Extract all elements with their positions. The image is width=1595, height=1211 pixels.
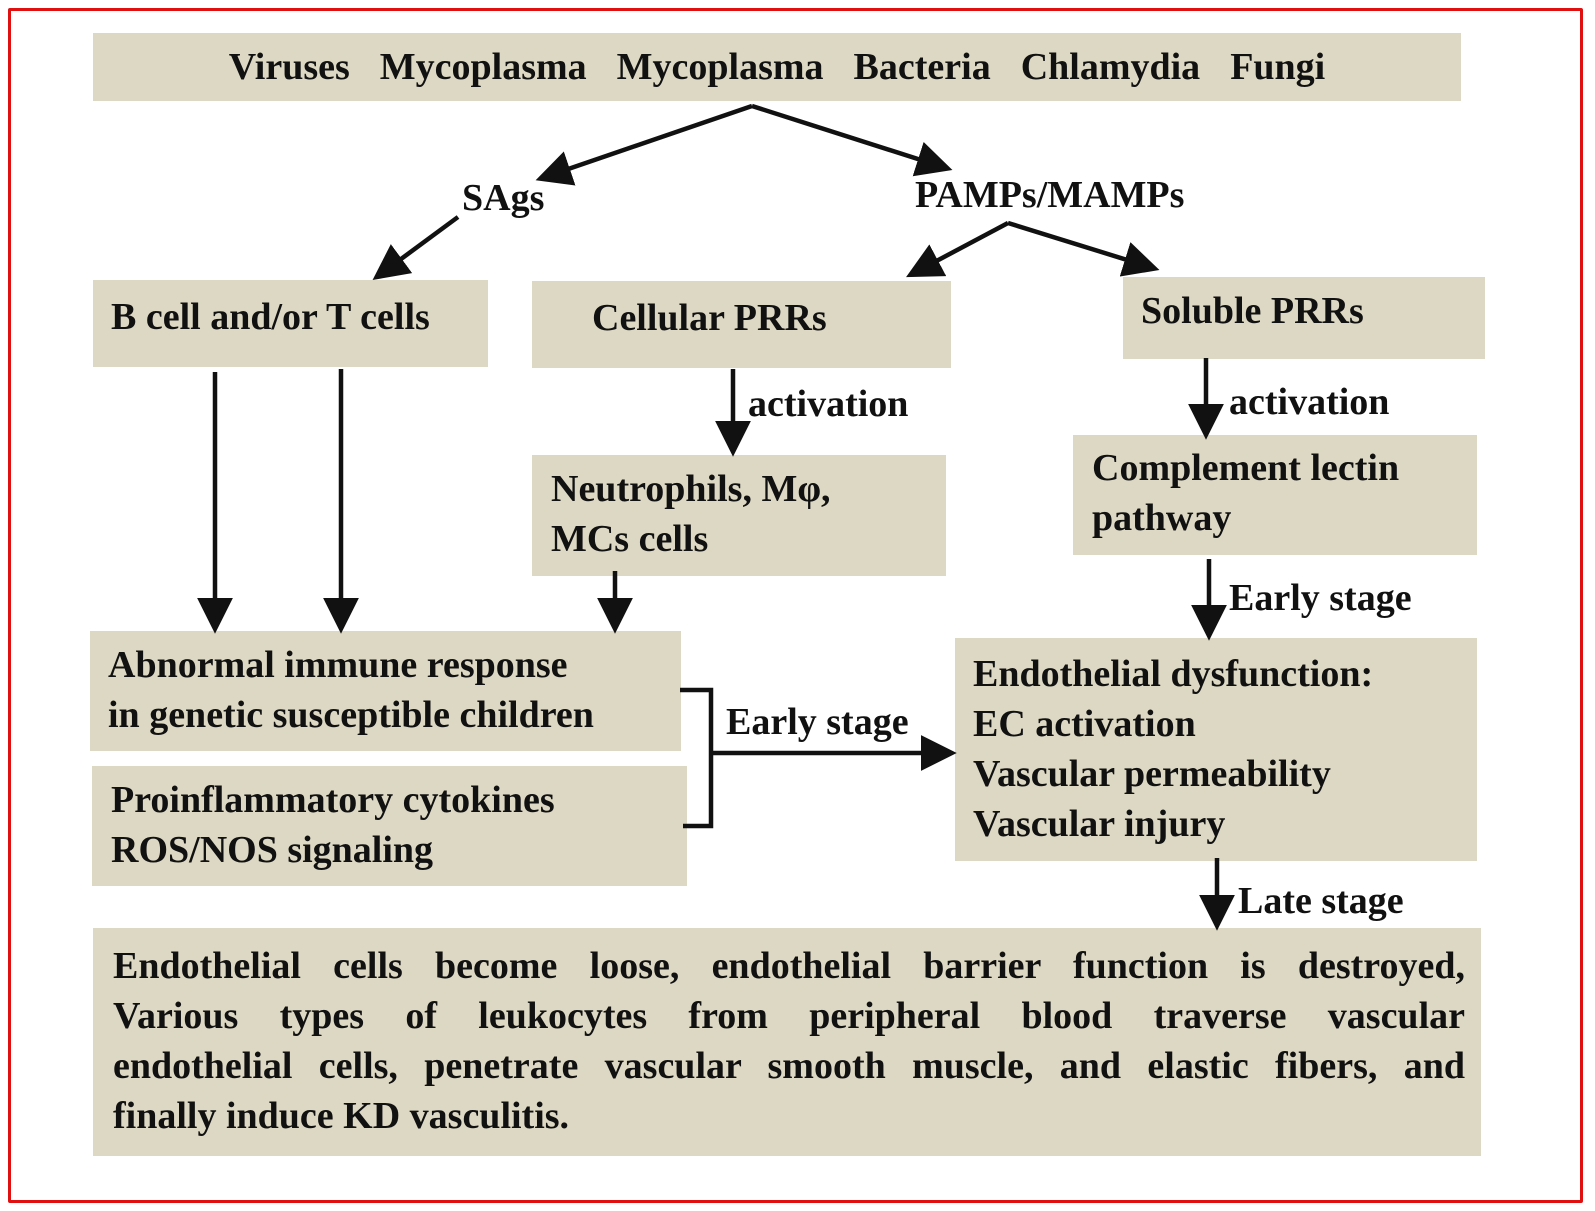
complement-line-1: Complement lectin — [1092, 447, 1400, 489]
activation-label-soluble: activation — [1229, 381, 1390, 423]
lymphocytes-text: B cell and/or T cells — [111, 296, 430, 338]
sources-row: Viruses Mycoplasma Mycoplasma Bacteria C… — [93, 42, 1461, 92]
early-stage-label-merge: Early stage — [726, 701, 909, 743]
outcome-line-2: Various types of leukocytes from periphe… — [113, 995, 1465, 1037]
late-stage-label: Late stage — [1238, 880, 1404, 922]
outcome-line-3: endothelial cells, penetrate vascular sm… — [113, 1045, 1465, 1087]
arrow-pamps-to-cellular — [906, 221, 1010, 278]
sources-box: Viruses Mycoplasma Mycoplasma Bacteria C… — [93, 33, 1461, 101]
endothelial-line-4: Vascular injury — [973, 803, 1226, 845]
lymphocytes-box: B cell and/or T cells — [93, 280, 488, 367]
activation-label-cellular: activation — [748, 383, 909, 425]
soluble-prrs-text: Soluble PRRs — [1141, 290, 1364, 332]
outcome-box: Endothelial cells become loose, endothel… — [93, 928, 1481, 1156]
source-mycoplasma-2: Mycoplasma — [616, 46, 824, 88]
cytokines-box: Proinflammatory cytokines ROS/NOS signal… — [92, 766, 687, 886]
outcome-line-1: Endothelial cells become loose, endothel… — [113, 945, 1465, 987]
source-mycoplasma-1: Mycoplasma — [379, 46, 587, 88]
figure-frame — [8, 8, 1583, 1203]
pamps-mamps-label: PAMPs/MAMPs — [915, 174, 1185, 216]
abnormal-response-line-1: Abnormal immune response — [108, 644, 568, 686]
endothelial-dysfunction-box: Endothelial dysfunction: EC activation V… — [955, 638, 1477, 861]
arrow-sources-to-pamps — [751, 103, 953, 177]
soluble-prrs-box: Soluble PRRs — [1123, 277, 1485, 359]
abnormal-response-box: Abnormal immune response in genetic susc… — [90, 631, 681, 751]
abnormal-response-line-2: in genetic susceptible children — [108, 694, 594, 736]
innate-cells-box: Neutrophils, Mφ, MCs cells — [532, 455, 946, 576]
source-bacteria: Bacteria — [853, 46, 991, 88]
cellular-prrs-box: Cellular PRRs — [532, 281, 951, 368]
arrow-pamps-to-soluble — [1007, 220, 1160, 277]
innate-cells-line-2: MCs cells — [551, 518, 709, 560]
outcome-line-4: finally induce KD vasculitis. — [113, 1095, 570, 1137]
cytokines-line-1: Proinflammatory cytokines — [111, 779, 555, 821]
endothelial-line-3: Vascular permeability — [973, 753, 1331, 795]
arrow-sags-to-lymphocytes — [372, 215, 460, 281]
complement-line-2: pathway — [1092, 497, 1232, 539]
arrow-sources-to-sags — [535, 103, 753, 186]
endothelial-line-2: EC activation — [973, 703, 1196, 745]
cytokines-line-2: ROS/NOS signaling — [111, 829, 434, 871]
source-chlamydia: Chlamydia — [1020, 46, 1201, 88]
endothelial-line-1: Endothelial dysfunction: — [973, 653, 1374, 695]
early-stage-label-complement: Early stage — [1229, 577, 1412, 619]
cellular-prrs-text: Cellular PRRs — [592, 297, 827, 339]
source-viruses: Viruses — [228, 46, 350, 88]
source-fungi: Fungi — [1230, 46, 1326, 88]
sags-label: SAgs — [462, 177, 545, 219]
merge-bracket — [680, 687, 714, 829]
complement-box: Complement lectin pathway — [1073, 435, 1477, 555]
innate-cells-line-1: Neutrophils, Mφ, — [551, 468, 831, 510]
